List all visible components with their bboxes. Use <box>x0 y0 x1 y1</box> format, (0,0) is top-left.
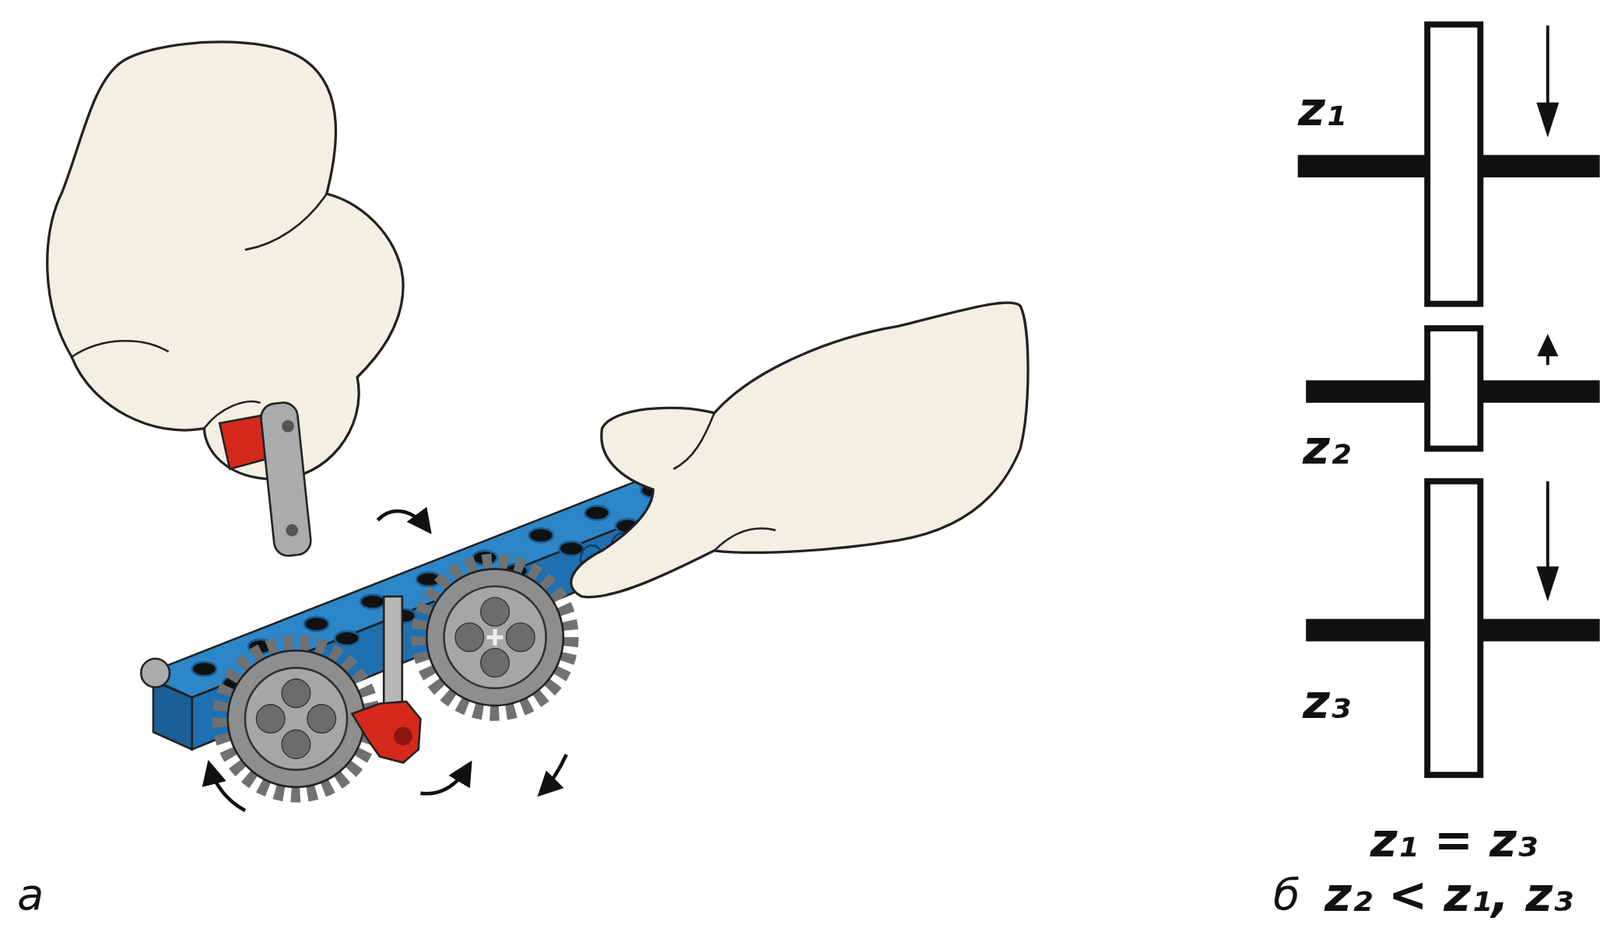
gear-label: z₂ <box>1302 424 1351 471</box>
blue-block <box>153 681 193 751</box>
crank-beam <box>259 401 313 558</box>
gear-relation: z₂ < z₁, z₃ <box>1324 871 1573 919</box>
crank-hole <box>285 524 299 537</box>
crank-hole <box>281 420 295 433</box>
red-bush-hole <box>393 727 413 747</box>
gear-label: z₁ <box>1298 85 1346 133</box>
red-bush <box>352 701 422 764</box>
direction-arrow <box>1538 25 1558 597</box>
left-hand <box>47 42 404 480</box>
gear <box>419 561 571 713</box>
figure-letter: б <box>1273 873 1301 917</box>
gear-relation: z₁ = z₃ <box>1370 817 1537 864</box>
grey-axle <box>383 596 403 720</box>
gear-label: z₃ <box>1302 678 1351 726</box>
axle-end <box>140 659 170 688</box>
right-hand <box>571 302 1029 598</box>
gear <box>220 643 372 795</box>
finger-line <box>71 193 327 429</box>
rotation-arrow <box>209 511 567 811</box>
gear-symbol <box>1427 24 1481 776</box>
finger-line <box>673 413 776 551</box>
figure-letter: а <box>17 873 44 917</box>
